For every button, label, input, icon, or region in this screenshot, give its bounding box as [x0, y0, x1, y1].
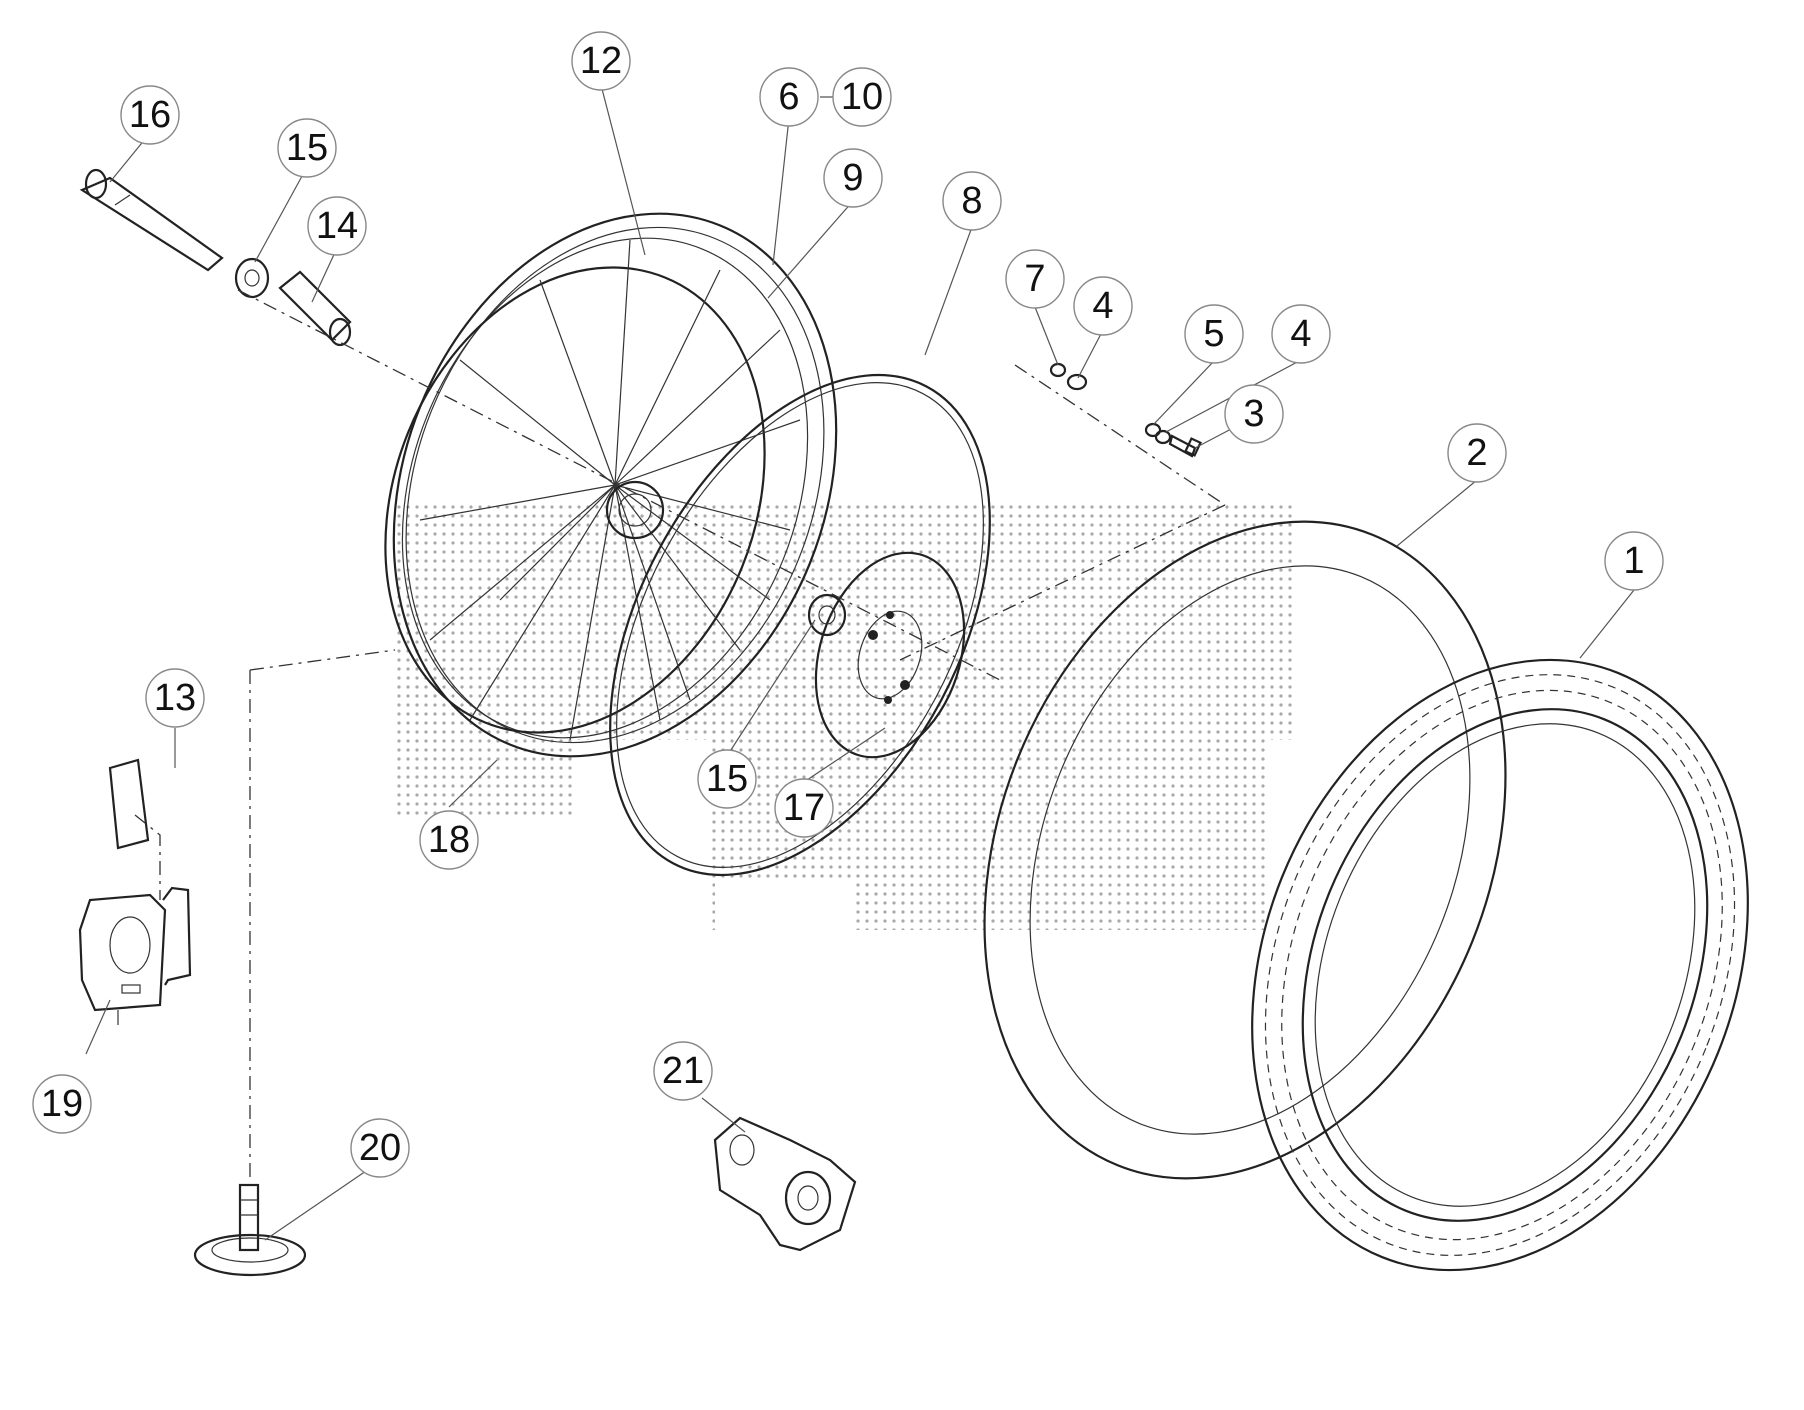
svg-text:16: 16 — [129, 94, 171, 136]
callout-8: 8 — [942, 171, 1002, 231]
svg-text:21: 21 — [662, 1050, 704, 1092]
svg-text:1: 1 — [1623, 540, 1644, 582]
callout-15-upper: 15 — [277, 118, 337, 178]
svg-text:15: 15 — [286, 127, 328, 169]
callout-9: 9 — [823, 148, 883, 208]
svg-text:12: 12 — [580, 40, 622, 82]
svg-text:8: 8 — [961, 180, 982, 222]
svg-text:17: 17 — [783, 787, 825, 829]
svg-text:4: 4 — [1290, 313, 1311, 355]
callout-14: 14 — [307, 196, 367, 256]
svg-text:19: 19 — [41, 1083, 83, 1125]
svg-text:18: 18 — [428, 819, 470, 861]
callout-10: 10 — [832, 67, 892, 127]
callout-3: 3 — [1224, 384, 1284, 444]
tire-pressure-sensor — [78, 886, 192, 1025]
knobby-tyre — [1251, 658, 1749, 1272]
svg-text:4: 4 — [1092, 285, 1113, 327]
inner-tube — [983, 520, 1507, 1180]
callout-15-lower: 15 — [697, 749, 757, 809]
spacer-tube — [278, 270, 352, 347]
callout-19: 19 — [32, 1074, 92, 1134]
fasteners — [1049, 362, 1202, 458]
svg-text:14: 14 — [316, 205, 358, 247]
svg-text:5: 5 — [1203, 313, 1224, 355]
assembly-axis-lines — [134, 289, 1226, 1180]
rim-strip-label — [108, 758, 150, 850]
callout-16: 16 — [120, 85, 180, 145]
callout-4-left: 4 — [1073, 276, 1133, 336]
callout-20: 20 — [350, 1118, 410, 1178]
svg-text:15: 15 — [706, 758, 748, 800]
callout-21: 21 — [653, 1041, 713, 1101]
front-axle — [79, 168, 224, 272]
callout-2: 2 — [1447, 423, 1507, 483]
spoked-wheel-rim — [384, 212, 838, 758]
callout-5: 5 — [1184, 304, 1244, 364]
callout-6: 6 — [759, 67, 819, 127]
callout-13: 13 — [145, 668, 205, 728]
svg-text:20: 20 — [359, 1127, 401, 1169]
svg-text:10: 10 — [841, 76, 883, 118]
callout-7: 7 — [1005, 249, 1065, 309]
svg-text:9: 9 — [842, 157, 863, 199]
svg-text:2: 2 — [1466, 432, 1487, 474]
brake-disc — [814, 551, 966, 759]
wheel-hub — [713, 1116, 857, 1252]
svg-text:3: 3 — [1243, 393, 1264, 435]
bearing-upper — [234, 257, 270, 299]
wheel-spokes — [419, 239, 801, 741]
callout-17: 17 — [774, 778, 834, 838]
watermark-logo — [395, 500, 1295, 930]
callout-12: 12 — [571, 31, 631, 91]
callout-1: 1 — [1604, 531, 1664, 591]
rim-tape — [609, 373, 991, 877]
svg-text:13: 13 — [154, 677, 196, 719]
callout-18: 18 — [419, 810, 479, 870]
tyre-valve — [193, 1183, 307, 1277]
svg-text:6: 6 — [778, 76, 799, 118]
svg-text:7: 7 — [1024, 258, 1045, 300]
bearing-lower — [807, 593, 847, 637]
callout-4-right: 4 — [1271, 304, 1331, 364]
